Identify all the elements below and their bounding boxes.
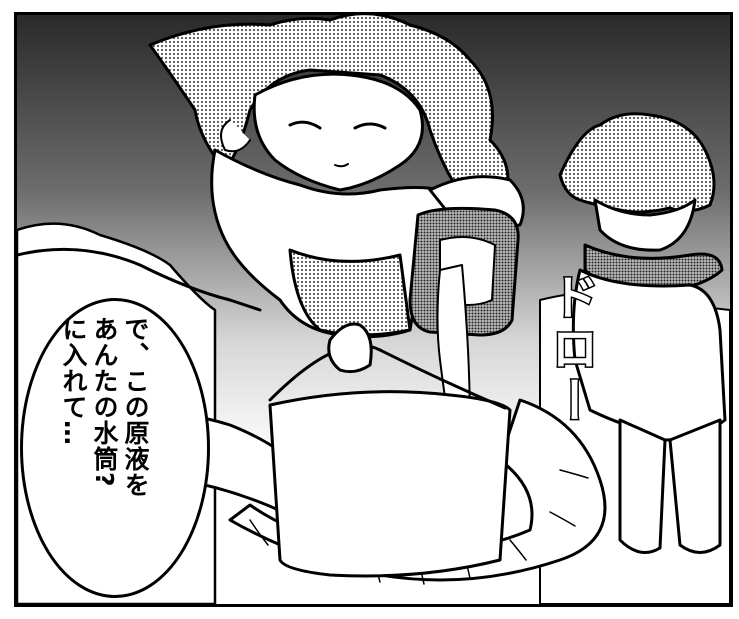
woman-eye-right	[353, 122, 387, 130]
boy-legs	[618, 418, 722, 554]
woman-hand-bucket	[327, 322, 373, 374]
woman-mouth	[334, 163, 349, 168]
sound-effect: ドロー	[541, 271, 600, 430]
sound-effect-text: ドロー	[542, 272, 598, 428]
bucket-handle	[268, 344, 507, 410]
woman-chest-wrap	[288, 248, 412, 337]
woman-face	[252, 72, 424, 192]
woman-ear	[220, 119, 251, 153]
bucket	[268, 390, 512, 578]
speech-bubble	[20, 298, 210, 598]
serpent-tail	[17, 247, 262, 312]
speech-bubble-text: で、この原液を あんたの水筒? に入れて…	[59, 316, 150, 498]
woman-eye-left	[288, 120, 322, 130]
boy-hair	[558, 112, 716, 214]
boy-face	[593, 198, 697, 252]
